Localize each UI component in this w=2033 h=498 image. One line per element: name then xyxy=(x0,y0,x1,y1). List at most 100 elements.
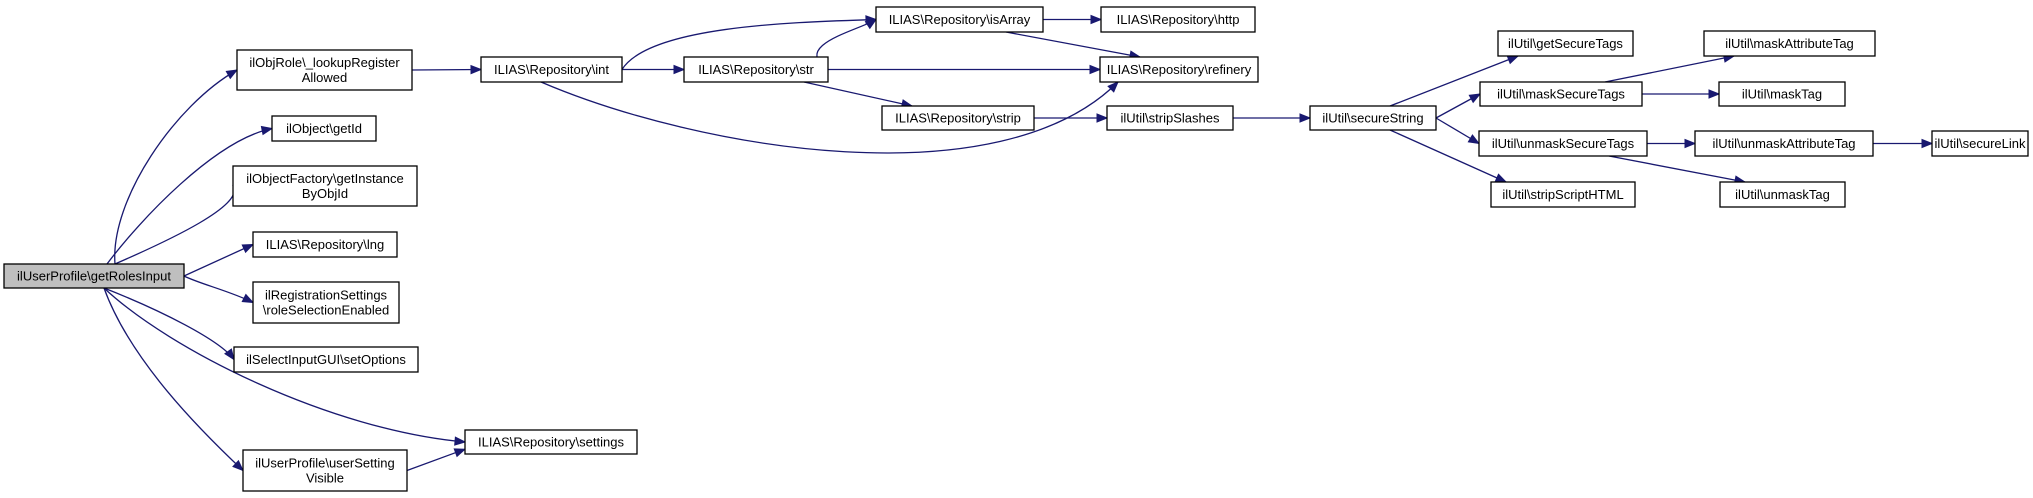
node-maskSecureTags[interactable]: ilUtil\maskSecureTags xyxy=(1479,81,1643,107)
arrowhead-refinery xyxy=(1089,64,1102,75)
node-box xyxy=(1309,105,1437,131)
arrowhead-stripScriptHTML xyxy=(1494,173,1508,183)
node-box xyxy=(1497,30,1634,57)
node-label: ilObjRole\_lookupRegister xyxy=(249,55,400,70)
node-http[interactable]: ILIAS\Repository\http xyxy=(1100,6,1256,33)
node-maskAttributeTag[interactable]: ilUtil\maskAttributeTag xyxy=(1703,30,1876,57)
node-unmaskTag[interactable]: ilUtil\unmaskTag xyxy=(1719,181,1846,208)
edge-secureString-to-stripScriptHTML xyxy=(1389,129,1507,183)
call-graph-nodes: ilUserProfile\getRolesInput ilObjRole\_lo… xyxy=(3,6,2029,492)
arrowhead-secureString xyxy=(1299,113,1312,123)
node-lng[interactable]: ILIAS\Repository\lng xyxy=(252,231,398,258)
node-label: \roleSelectionEnabled xyxy=(263,303,389,318)
node-label: ilSelectInputGUI\setOptions xyxy=(246,352,406,367)
node-label: ILIAS\Repository\str xyxy=(698,62,814,77)
arrowhead-getId xyxy=(260,125,274,136)
node-getRolesInput[interactable]: ilUserProfile\getRolesInput xyxy=(3,263,185,289)
node-label: ILIAS\Repository\int xyxy=(494,62,609,77)
arrowhead-int xyxy=(470,64,483,75)
node-label: Visible xyxy=(306,471,344,486)
edge-maskSecureTags-to-maskAttributeTag xyxy=(1604,55,1735,83)
arrowhead-lng xyxy=(241,243,255,254)
node-box xyxy=(3,263,185,289)
node-settings[interactable]: ILIAS\Repository\settings xyxy=(464,429,638,455)
node-unmaskAttributeTag[interactable]: ilUtil\unmaskAttributeTag xyxy=(1694,130,1874,157)
edge-getRolesInput-to-roleSelectionEnabled xyxy=(183,275,254,304)
node-box xyxy=(1490,181,1636,208)
node-label: ILIAS\Repository\settings xyxy=(478,435,624,450)
node-label: ILIAS\Repository\lng xyxy=(266,237,385,252)
node-unmaskSecureTags[interactable]: ilUtil\unmaskSecureTags xyxy=(1478,130,1648,157)
node-label: ilUtil\maskSecureTags xyxy=(1497,87,1625,102)
node-refinery[interactable]: ILIAS\Repository\refinery xyxy=(1099,56,1259,83)
node-stripSlashes[interactable]: ilUtil\stripSlashes xyxy=(1106,105,1234,131)
node-label: ilUserProfile\getRolesInput xyxy=(17,269,171,284)
arrowhead-userSettingVisible xyxy=(232,459,244,472)
node-label: ilUtil\unmaskAttributeTag xyxy=(1712,136,1855,151)
node-label: ByObjId xyxy=(302,186,348,201)
node-box xyxy=(875,6,1044,33)
node-getSecureTags[interactable]: ilUtil\getSecureTags xyxy=(1497,30,1634,57)
arrowhead-lookupRegisterAllowed xyxy=(225,69,239,80)
node-label: ilObject\getId xyxy=(286,121,362,136)
node-secureString[interactable]: ilUtil\secureString xyxy=(1309,105,1437,131)
node-roleSelectionEnabled[interactable]: ilRegistrationSettings\roleSelectionEnab… xyxy=(252,281,400,324)
node-label: ILIAS\Repository\strip xyxy=(895,111,1021,126)
arrowhead-unmaskSecureTags xyxy=(1467,134,1481,145)
node-label: ilUtil\getSecureTags xyxy=(1508,36,1623,51)
node-box xyxy=(1100,6,1256,33)
node-label: ILIAS\Repository\isArray xyxy=(889,12,1031,27)
node-box xyxy=(881,105,1035,131)
arrowhead-refinery xyxy=(1107,81,1119,93)
arrowhead-isArray xyxy=(864,18,878,30)
node-label: ilRegistrationSettings xyxy=(265,288,388,303)
edge-unmaskSecureTags-to-unmaskTag xyxy=(1608,155,1746,183)
node-setOptions[interactable]: ilSelectInputGUI\setOptions xyxy=(233,346,419,373)
edge-isArray-to-refinery xyxy=(1005,31,1141,58)
node-stripScriptHTML[interactable]: ilUtil\stripScriptHTML xyxy=(1490,181,1636,208)
edge-getRolesInput-to-getInstanceByObjId xyxy=(114,185,235,265)
arrowhead-secureLink xyxy=(1921,138,1934,149)
arrowhead-setOptions xyxy=(224,348,235,361)
node-box xyxy=(1479,81,1643,107)
edge-getRolesInput-to-settings xyxy=(103,287,466,443)
node-label: ilUtil\stripScriptHTML xyxy=(1502,187,1623,202)
node-box xyxy=(252,281,400,324)
node-box xyxy=(480,56,623,83)
node-label: ilUtil\secureString xyxy=(1322,111,1423,126)
call-graph-edges xyxy=(103,14,1934,472)
node-secureLink[interactable]: ilUtil\secureLink xyxy=(1931,130,2029,157)
edge-getRolesInput-to-getId xyxy=(106,127,273,265)
arrowhead-unmaskAttributeTag xyxy=(1684,138,1697,149)
node-int[interactable]: ILIAS\Repository\int xyxy=(480,56,623,83)
node-isArray[interactable]: ILIAS\Repository\isArray xyxy=(875,6,1044,33)
edge-lookupRegisterAllowed-to-int xyxy=(411,68,482,71)
node-box xyxy=(1719,181,1846,208)
node-box xyxy=(1703,30,1876,57)
node-maskTag[interactable]: ilUtil\maskTag xyxy=(1718,81,1846,107)
edge-secureString-to-getSecureTags xyxy=(1389,55,1519,107)
arrowhead-http xyxy=(1090,14,1103,25)
node-getId[interactable]: ilObject\getId xyxy=(271,115,377,142)
node-label: ilObjectFactory\getInstance xyxy=(246,171,404,186)
edge-str-to-strip xyxy=(803,81,913,107)
node-box xyxy=(464,429,638,455)
node-label: ILIAS\Repository\http xyxy=(1117,12,1240,27)
node-box xyxy=(242,449,408,492)
edge-getRolesInput-to-setOptions xyxy=(103,287,235,360)
node-str[interactable]: ILIAS\Repository\str xyxy=(683,56,829,83)
edge-int-to-refinery xyxy=(540,81,1119,154)
node-label: Allowed xyxy=(302,70,348,85)
node-strip[interactable]: ILIAS\Repository\strip xyxy=(881,105,1035,131)
node-label: ilUtil\unmaskTag xyxy=(1735,187,1830,202)
arrowhead-maskSecureTags xyxy=(1468,93,1482,104)
node-box xyxy=(232,165,418,207)
edge-getRolesInput-to-userSettingVisible xyxy=(103,287,244,471)
node-label: ilUtil\unmaskSecureTags xyxy=(1492,136,1635,151)
node-label: ilUtil\maskAttributeTag xyxy=(1725,36,1854,51)
node-box xyxy=(233,346,419,373)
